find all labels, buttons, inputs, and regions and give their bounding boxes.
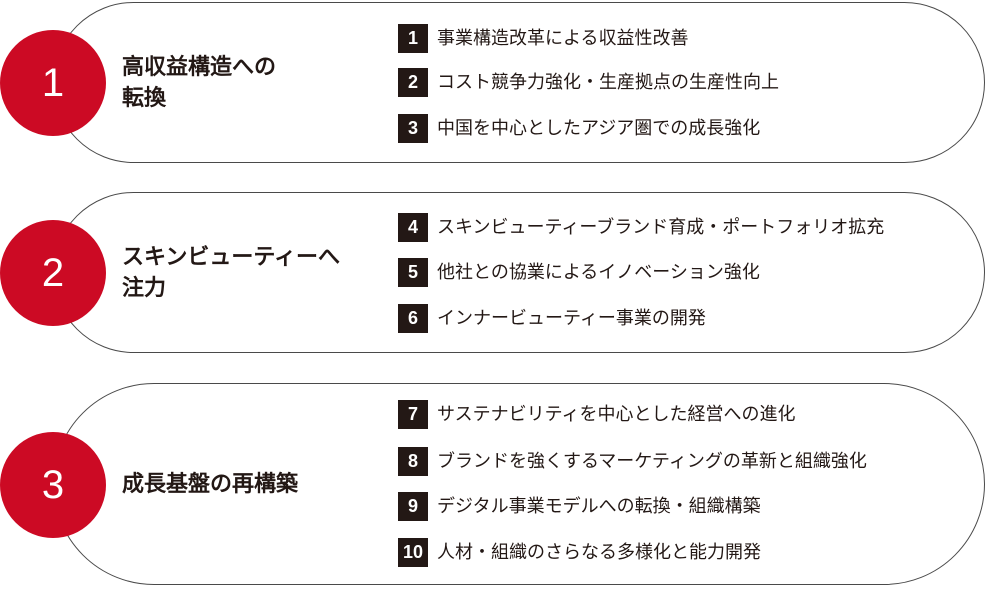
initiative-number-badge: 5 xyxy=(398,258,428,287)
strategy-1-title-line-1: 高収益構造への xyxy=(122,55,277,80)
strategy-2-title-line-1: スキンビューティーへ xyxy=(122,245,341,270)
initiative-number-badge: 2 xyxy=(398,68,428,97)
strategy-2-title-line-2: 注力 xyxy=(122,276,167,301)
initiative-number-badge: 9 xyxy=(398,492,428,521)
initiative-text: 中国を中心としたアジア圏での成長強化 xyxy=(437,118,761,139)
strategy-1-number-circle: 1 xyxy=(0,30,106,136)
initiative-text: サステナビリティを中心とした経営への進化 xyxy=(437,404,796,425)
strategy-2-container xyxy=(53,192,985,353)
initiative-number-badge: 8 xyxy=(398,447,428,476)
initiative-item-2: 2 コスト競争力強化・生産拠点の生産性向上 xyxy=(398,68,779,97)
strategy-3-container xyxy=(53,383,985,585)
strategy-1-title: 高収益構造への 転換 xyxy=(122,52,276,114)
strategy-1-container xyxy=(53,2,985,163)
initiative-text: デジタル事業モデルへの転換・組織構築 xyxy=(437,496,761,517)
initiative-item-6: 6 インナービューティー事業の開発 xyxy=(398,304,706,333)
initiative-text: 人材・組織のさらなる多様化と能力開発 xyxy=(437,542,761,563)
initiative-item-3: 3 中国を中心としたアジア圏での成長強化 xyxy=(398,114,760,143)
initiative-item-10: 10 人材・組織のさらなる多様化と能力開発 xyxy=(398,538,761,567)
initiative-text: コスト競争力強化・生産拠点の生産性向上 xyxy=(437,72,779,93)
initiative-number-badge: 6 xyxy=(398,304,428,333)
initiative-number-badge: 3 xyxy=(398,114,428,143)
strategy-3-title-line-1: 成長基盤の再構築 xyxy=(122,472,299,497)
initiative-text: スキンビューティーブランド育成・ポートフォリオ拡充 xyxy=(437,217,885,238)
initiative-text: 他社との協業によるイノベーション強化 xyxy=(437,262,760,283)
initiative-item-1: 1 事業構造改革による収益性改善 xyxy=(398,24,688,53)
strategy-2-title: スキンビューティーへ 注力 xyxy=(122,242,340,304)
initiative-text: ブランドを強くするマーケティングの革新と組織強化 xyxy=(437,451,867,472)
initiative-item-8: 8 ブランドを強くするマーケティングの革新と組織強化 xyxy=(398,447,867,476)
initiative-text: インナービューティー事業の開発 xyxy=(437,308,706,329)
strategy-2-number-circle: 2 xyxy=(0,220,106,326)
initiative-number-badge: 1 xyxy=(398,24,428,53)
initiative-text: 事業構造改革による収益性改善 xyxy=(437,28,689,49)
initiative-item-5: 5 他社との協業によるイノベーション強化 xyxy=(398,258,760,287)
initiative-item-4: 4 スキンビューティーブランド育成・ポートフォリオ拡充 xyxy=(398,213,884,242)
initiative-item-7: 7 サステナビリティを中心とした経営への進化 xyxy=(398,400,796,429)
initiative-number-badge: 10 xyxy=(398,538,428,567)
initiative-item-9: 9 デジタル事業モデルへの転換・組織構築 xyxy=(398,492,761,521)
strategy-1-title-line-2: 転換 xyxy=(122,86,167,111)
initiative-number-badge: 4 xyxy=(398,213,428,242)
strategy-3-number-circle: 3 xyxy=(0,432,106,538)
initiative-number-badge: 7 xyxy=(398,400,428,429)
strategy-3-title: 成長基盤の再構築 xyxy=(122,469,298,500)
